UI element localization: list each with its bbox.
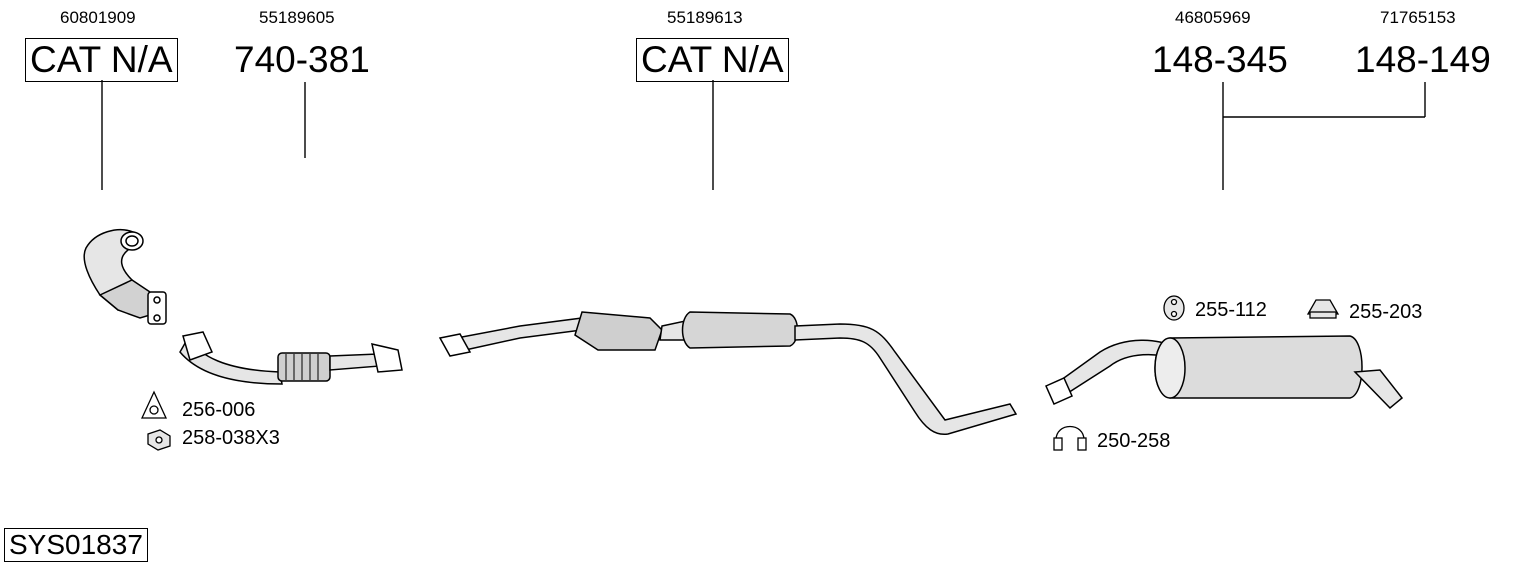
nut-icon [147,429,171,451]
clamp-icon [1053,425,1087,451]
system-id: SYS01837 [4,528,148,562]
rubber-mount-icon [1163,295,1185,321]
oem-number-3: 55189613 [667,8,743,27]
accessory-258-038x3[interactable]: 258-038X3 [182,427,280,449]
front-pipe [179,331,403,385]
oem-number-2: 55189605 [259,8,335,27]
accessory-255-203[interactable]: 255-203 [1349,301,1423,323]
part-number-4[interactable]: 148-345 [1152,39,1288,80]
hanger-icon [1306,299,1340,319]
part-number-5[interactable]: 148-149 [1355,39,1491,80]
middle-section [438,311,1018,436]
front-downpipe [83,228,167,325]
gasket-icon [140,390,168,419]
oem-number-4: 46805969 [1175,8,1251,27]
rear-silencer [1045,335,1404,410]
oem-number-1: 60801909 [60,8,136,27]
accessory-256-006[interactable]: 256-006 [182,399,256,421]
accessory-255-112[interactable]: 255-112 [1195,299,1267,321]
oem-number-5: 71765153 [1380,8,1456,27]
part-number-3[interactable]: CAT N/A [636,38,789,82]
part-number-1[interactable]: CAT N/A [25,38,178,82]
accessory-250-258[interactable]: 250-258 [1097,430,1171,452]
part-number-2[interactable]: 740-381 [234,39,370,80]
